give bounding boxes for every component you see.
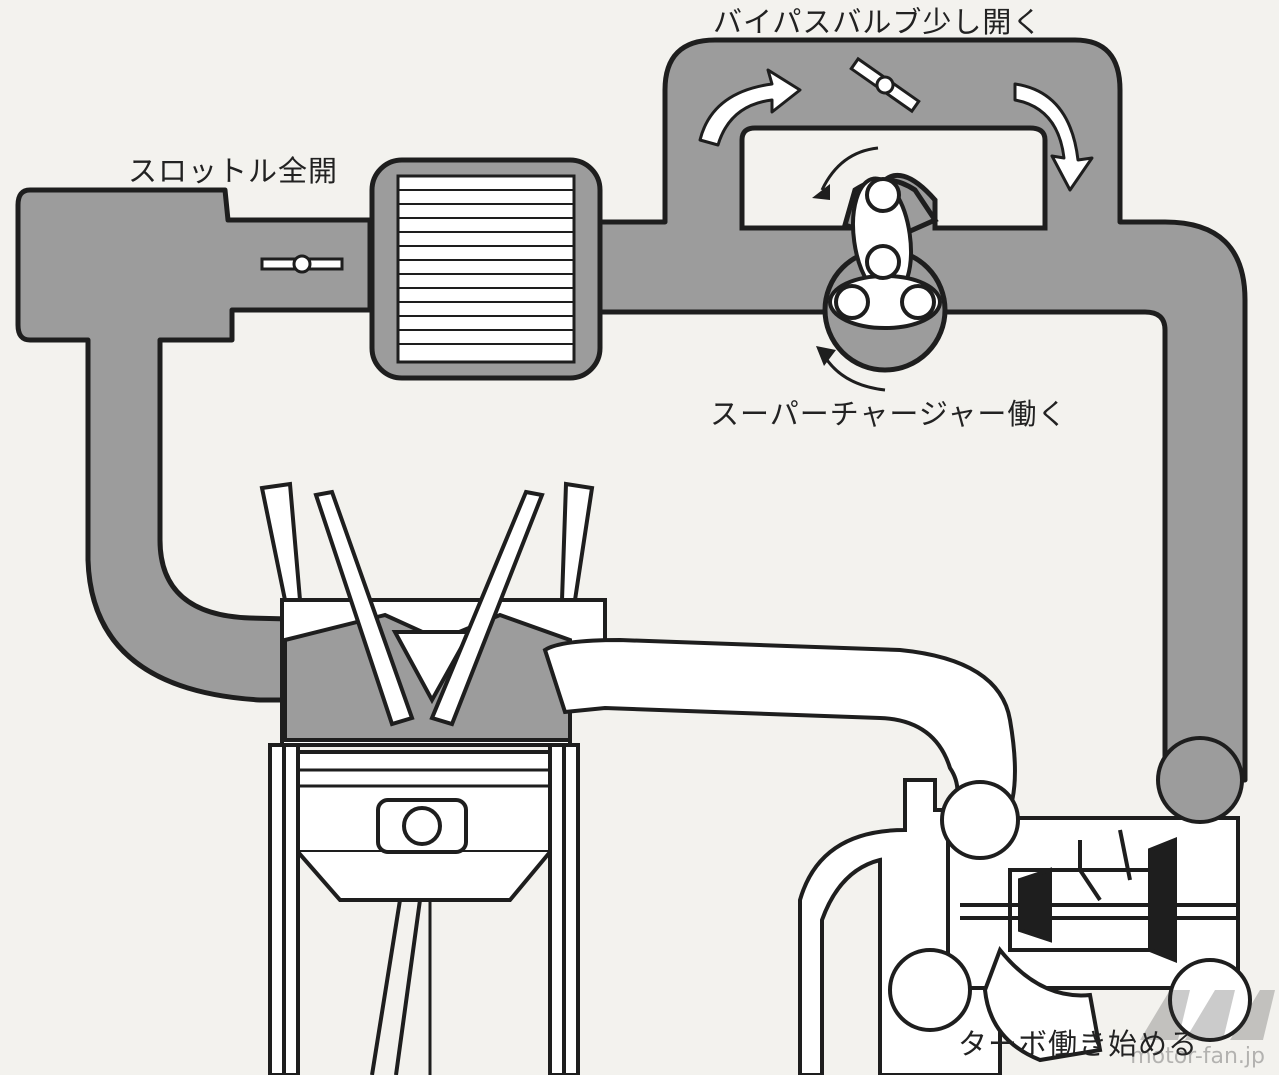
turbo-label: ターボ働き始める (958, 1027, 1199, 1061)
bypass-flow-arrows (698, 68, 1094, 192)
throttle-valve-icon (260, 254, 344, 274)
bypass-loop-opening (739, 125, 1048, 231)
throttle-label: スロットル全開 (128, 154, 339, 188)
bypass-valve-label: バイパスバルブ少し開く (713, 5, 1043, 39)
watermark-logo (1140, 990, 1275, 1040)
supercharger-label: スーパーチャージャー働く (710, 397, 1068, 431)
exhaust-pipe (542, 637, 1017, 822)
turbocharger (798, 736, 1252, 1075)
intercooler (369, 157, 603, 381)
watermark-text: motor-fan.jp (1130, 1044, 1265, 1069)
supercharger-rotor (812, 146, 948, 392)
engine-cylinder (259, 481, 607, 1075)
bypass-valve-icon (849, 56, 921, 114)
